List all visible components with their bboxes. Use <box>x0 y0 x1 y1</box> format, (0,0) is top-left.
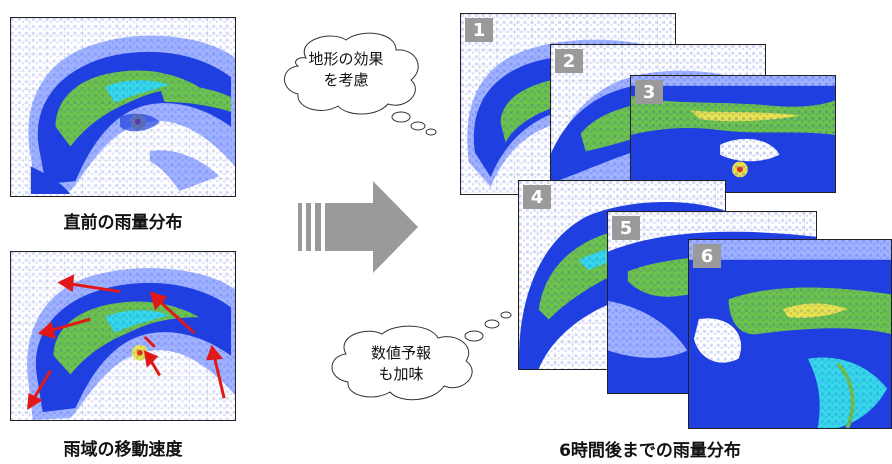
forecast-frame-3: 3 <box>630 75 836 193</box>
nwp-line2: も加味 <box>378 365 424 383</box>
rain-movement-map <box>10 251 236 421</box>
forecast-frame-6: 6 <box>688 239 892 429</box>
transition-arrow <box>298 181 418 273</box>
nwp-line1: 数値予報 <box>370 344 431 362</box>
frame-number-6: 6 <box>693 244 721 268</box>
recent-rainfall-caption: 直前の雨量分布 <box>63 213 183 233</box>
terrain-effect-bubble: 地形の効果 を考慮 <box>276 30 441 140</box>
terrain-effect-line2: を考慮 <box>323 71 369 89</box>
recent-rainfall-map <box>10 17 236 197</box>
frame-number-1: 1 <box>465 18 493 42</box>
forecast-caption: 6時間後までの雨量分布 <box>559 441 741 461</box>
terrain-effect-line1: 地形の効果 <box>308 50 384 68</box>
frame-number-3: 3 <box>635 80 663 104</box>
frame-number-5: 5 <box>612 216 640 240</box>
frame-number-4: 4 <box>523 185 551 209</box>
rain-movement-caption: 雨域の移動速度 <box>63 440 183 460</box>
frame-number-2: 2 <box>555 49 583 73</box>
movement-arrows <box>27 274 226 411</box>
nwp-bubble: 数値予報 も加味 <box>316 306 516 411</box>
